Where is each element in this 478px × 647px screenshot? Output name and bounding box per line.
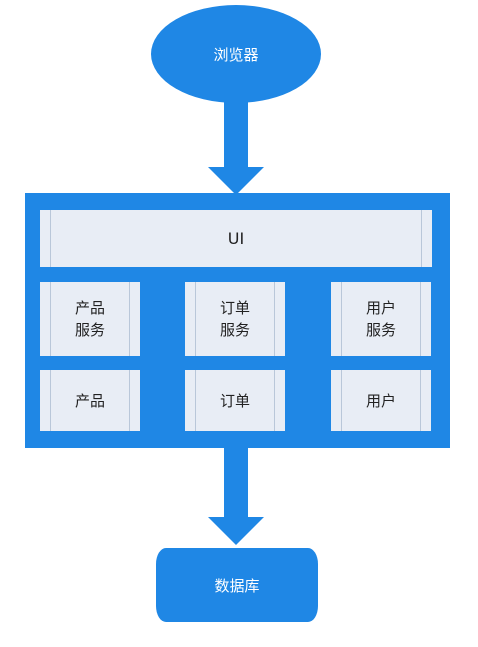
module-order: 订单 bbox=[185, 370, 285, 431]
application-container: UI 产品 服务 订单 服务 用户 服务 产品 订单 用户 bbox=[25, 193, 450, 448]
module-label: 产品 bbox=[74, 391, 105, 410]
module-user: 用户 bbox=[331, 370, 431, 431]
ui-label: UI bbox=[227, 228, 245, 248]
service-label: 用户 服务 bbox=[365, 299, 396, 339]
service-product: 产品 服务 bbox=[40, 282, 140, 356]
browser-node: 浏览器 bbox=[151, 5, 321, 103]
arrow-shaft bbox=[224, 448, 248, 518]
service-order: 订单 服务 bbox=[185, 282, 285, 356]
browser-label: 浏览器 bbox=[213, 45, 259, 64]
arrow-head bbox=[208, 517, 264, 545]
module-label: 用户 bbox=[365, 391, 396, 410]
service-label: 产品 服务 bbox=[74, 299, 105, 339]
ui-layer: UI bbox=[40, 210, 432, 267]
service-user: 用户 服务 bbox=[331, 282, 431, 356]
arrow-head bbox=[208, 167, 264, 195]
database-node: 数据库 bbox=[156, 548, 318, 622]
database-label: 数据库 bbox=[214, 576, 260, 595]
module-label: 订单 bbox=[219, 391, 250, 410]
module-product: 产品 bbox=[40, 370, 140, 431]
service-label: 订单 服务 bbox=[219, 299, 250, 339]
arrow-shaft bbox=[224, 100, 248, 168]
